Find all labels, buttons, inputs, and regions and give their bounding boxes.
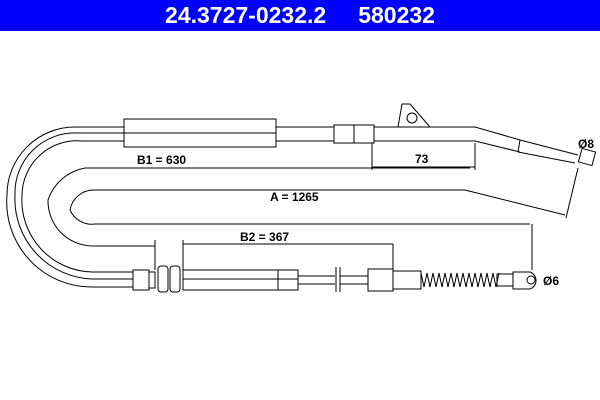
a-guide xyxy=(69,189,530,225)
cable-mid xyxy=(14,132,133,280)
b1-guide xyxy=(47,167,470,247)
cable-inner xyxy=(21,140,133,273)
dim-dia-8: Ø8 xyxy=(578,137,594,151)
dim-b1: B1 = 630 xyxy=(137,153,186,167)
cable-outer xyxy=(6,126,133,288)
dim-b2: B2 = 367 xyxy=(240,230,289,244)
mounting-tab xyxy=(397,103,431,128)
spring xyxy=(420,272,500,288)
dim-dia-6: Ø6 xyxy=(543,274,559,288)
part-number: 24.3727-0232.2 xyxy=(165,2,327,28)
reference-number: 580232 xyxy=(358,2,435,28)
eye-end xyxy=(512,271,537,290)
title-bar: 24.3727-0232.2 580232 xyxy=(0,0,600,31)
dim-73: 73 xyxy=(415,152,429,166)
dim-a: A = 1265 xyxy=(270,190,319,204)
